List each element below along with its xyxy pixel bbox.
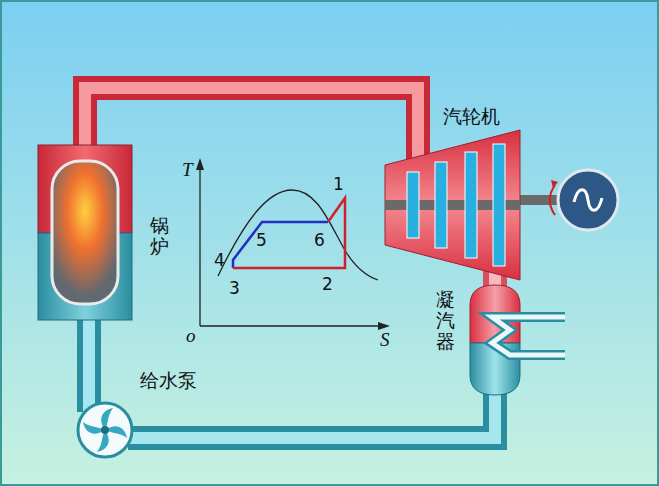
pipe bbox=[89, 320, 90, 412]
origin-label: o bbox=[186, 326, 196, 345]
generator-symbol bbox=[574, 190, 602, 211]
pipe-stroke bbox=[128, 390, 495, 438]
pipe-stroke bbox=[77, 320, 101, 412]
boiler: 锅炉 bbox=[38, 145, 132, 320]
pipe-stroke bbox=[85, 88, 418, 160]
component-label: 汽轮机 bbox=[443, 104, 500, 130]
component-label: 给水泵 bbox=[140, 368, 197, 394]
pipe-stroke bbox=[83, 320, 95, 412]
ts-diagram bbox=[196, 158, 390, 330]
state-point: 3 bbox=[229, 280, 240, 297]
turbine-shape bbox=[385, 130, 520, 280]
state-point: 5 bbox=[256, 232, 267, 249]
rotation-arrow bbox=[550, 185, 555, 215]
component-label: 锅炉 bbox=[150, 215, 169, 257]
feed-pump-shape bbox=[77, 402, 133, 458]
condenser: 凝汽器 bbox=[470, 285, 520, 395]
pipe-stroke bbox=[128, 390, 495, 438]
axis-label: S bbox=[380, 330, 390, 349]
pipe bbox=[128, 390, 495, 438]
pipe-stroke bbox=[85, 88, 418, 160]
state-point: 1 bbox=[333, 176, 344, 193]
feed-pump: 给水泵 bbox=[77, 402, 133, 458]
state-point: 2 bbox=[322, 276, 333, 293]
generator bbox=[558, 170, 618, 230]
axis-label: T bbox=[182, 160, 193, 179]
component-label: 凝汽器 bbox=[436, 289, 455, 352]
state-point: 4 bbox=[214, 252, 225, 269]
boiler-shape bbox=[38, 145, 132, 320]
condenser-shape bbox=[470, 285, 520, 395]
state-point: 6 bbox=[314, 232, 325, 249]
shaft bbox=[515, 195, 560, 205]
rotation-head bbox=[551, 180, 558, 188]
pipe bbox=[85, 88, 418, 160]
turbine: 汽轮机 bbox=[385, 130, 520, 280]
